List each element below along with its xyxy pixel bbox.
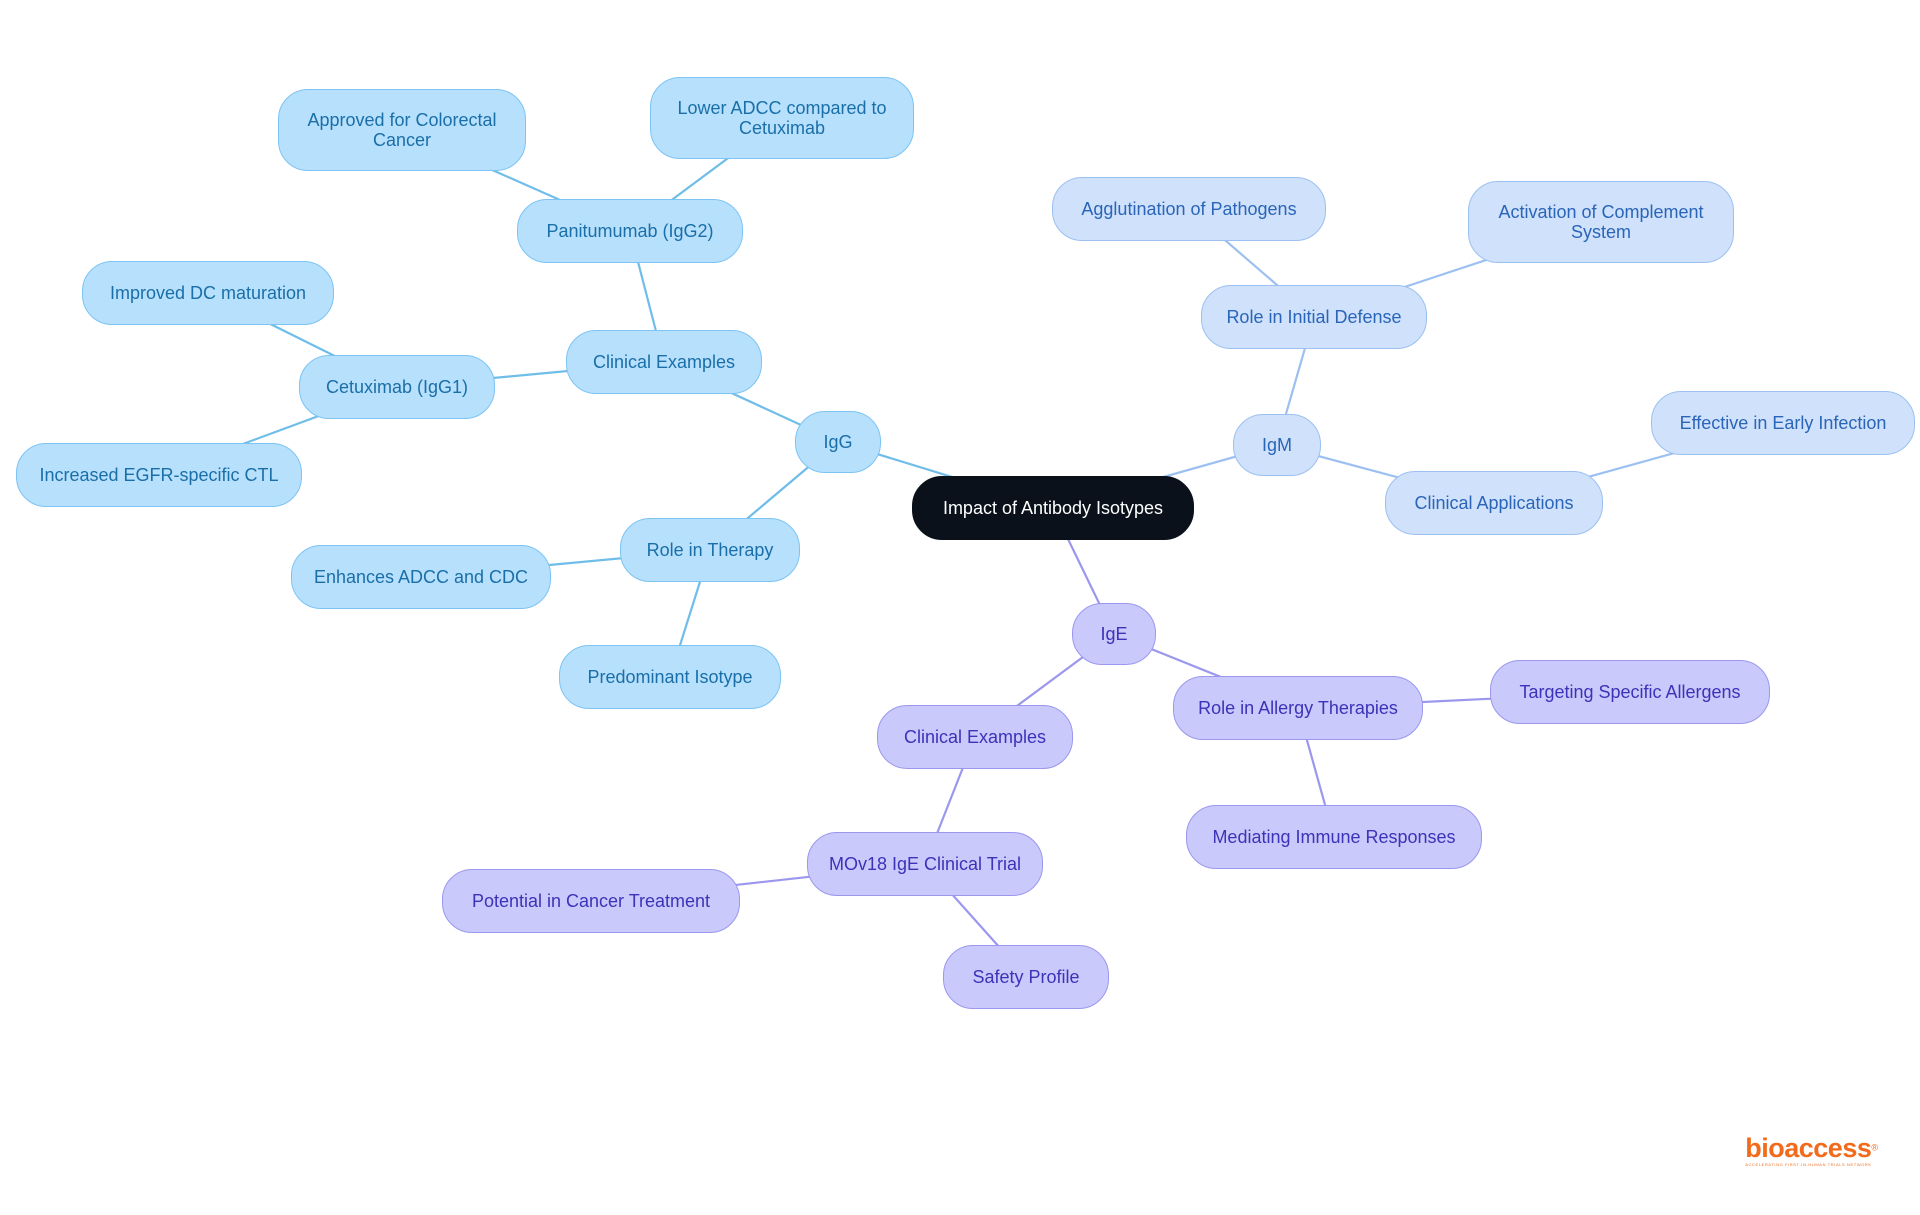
node-igg[interactable]: IgG xyxy=(795,411,881,473)
node-igg-therapy[interactable]: Role in Therapy xyxy=(620,518,800,582)
node-approved-colorectal[interactable]: Approved for Colorectal Cancer xyxy=(278,89,526,171)
node-safety[interactable]: Safety Profile xyxy=(943,945,1109,1009)
node-allergy[interactable]: Role in Allergy Therapies xyxy=(1173,676,1423,740)
node-complement[interactable]: Activation of Complement System xyxy=(1468,181,1734,263)
bioaccess-logo: bioaccess® ACCELERATING FIRST-IN-HUMAN T… xyxy=(1745,1133,1878,1167)
node-immune-responses[interactable]: Mediating Immune Responses xyxy=(1186,805,1482,869)
node-igm[interactable]: IgM xyxy=(1233,414,1321,476)
node-allergens[interactable]: Targeting Specific Allergens xyxy=(1490,660,1770,724)
node-improved-dc[interactable]: Improved DC maturation xyxy=(82,261,334,325)
node-cetuximab[interactable]: Cetuximab (IgG1) xyxy=(299,355,495,419)
node-panitumumab[interactable]: Panitumumab (IgG2) xyxy=(517,199,743,263)
node-ige-clinical[interactable]: Clinical Examples xyxy=(877,705,1073,769)
logo-wordmark: bioaccess xyxy=(1745,1133,1872,1163)
node-agglutination[interactable]: Agglutination of Pathogens xyxy=(1052,177,1326,241)
node-ige[interactable]: IgE xyxy=(1072,603,1156,665)
node-cancer-treatment[interactable]: Potential in Cancer Treatment xyxy=(442,869,740,933)
node-initial-defense[interactable]: Role in Initial Defense xyxy=(1201,285,1427,349)
node-early-infection[interactable]: Effective in Early Infection xyxy=(1651,391,1915,455)
node-increased-egfr[interactable]: Increased EGFR-specific CTL xyxy=(16,443,302,507)
logo-tagline: ACCELERATING FIRST-IN-HUMAN TRIALS NETWO… xyxy=(1745,1162,1872,1167)
logo-registered-mark: ® xyxy=(1871,1142,1878,1153)
node-predominant[interactable]: Predominant Isotype xyxy=(559,645,781,709)
node-root[interactable]: Impact of Antibody Isotypes xyxy=(912,476,1194,540)
node-enhances-adcc[interactable]: Enhances ADCC and CDC xyxy=(291,545,551,609)
node-igg-clinical[interactable]: Clinical Examples xyxy=(566,330,762,394)
node-lower-adcc[interactable]: Lower ADCC compared to Cetuximab xyxy=(650,77,914,159)
node-igm-applications[interactable]: Clinical Applications xyxy=(1385,471,1603,535)
node-mov18[interactable]: MOv18 IgE Clinical Trial xyxy=(807,832,1043,896)
